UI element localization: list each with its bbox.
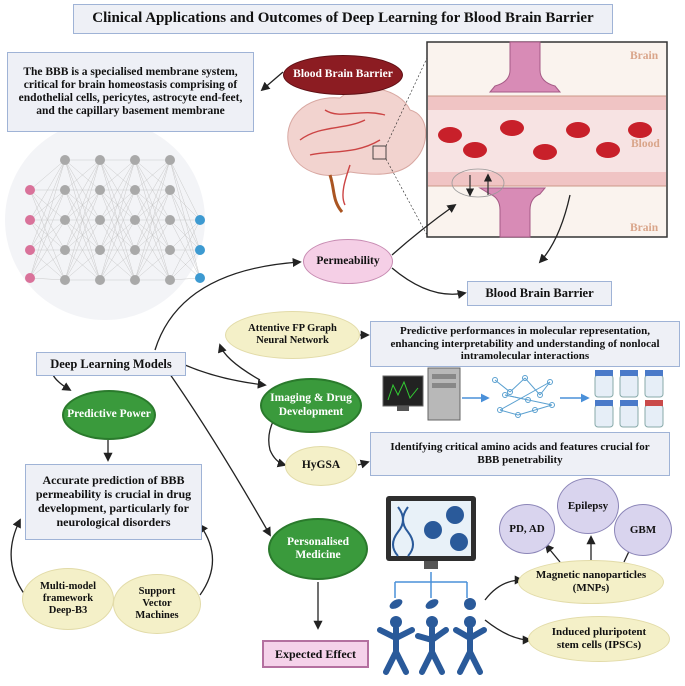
nn-node — [130, 275, 140, 285]
nn-node — [95, 245, 105, 255]
attentive-fp-outcome-box: Predictive performances in molecular rep… — [370, 321, 680, 367]
panel-label-brain-bottom: Brain — [630, 222, 659, 234]
nn-node — [60, 155, 70, 165]
panel-label-brain-top: Brain — [630, 50, 659, 62]
blood-brain-barrier-oval: Blood Brain Barrier — [283, 55, 403, 95]
nn-node — [195, 273, 205, 283]
nn-node — [25, 215, 35, 225]
neural-network-illustration — [5, 120, 205, 320]
personalised-medicine-illustration — [377, 496, 487, 675]
deep-learning-models-box: Deep Learning Models — [36, 352, 186, 376]
nn-node — [165, 185, 175, 195]
nn-node — [25, 245, 35, 255]
permeability-oval: Permeability — [303, 239, 393, 284]
hygsa-outcome-box: Identifying critical amino acids and fea… — [370, 432, 670, 476]
epilepsy-oval: Epilepsy — [557, 478, 619, 534]
ipscs-oval: Induced pluripotent stem cells (IPSCs) — [528, 616, 670, 662]
nn-node — [165, 275, 175, 285]
nn-node — [195, 245, 205, 255]
panel-label-blood: Blood — [631, 138, 660, 150]
brain-illustration — [287, 57, 428, 236]
nn-node — [60, 215, 70, 225]
pd-ad-oval: PD, AD — [499, 504, 555, 554]
mnps-oval: Magnetic nanoparticles (MNPs) — [518, 560, 664, 604]
nn-node — [165, 155, 175, 165]
nn-node — [25, 273, 35, 283]
imaging-drug-development-oval: Imaging & Drug Development — [260, 378, 362, 433]
nn-node — [130, 155, 140, 165]
support-vector-machines-oval: Support Vector Machines — [113, 574, 201, 634]
gbm-oval: GBM — [614, 504, 672, 556]
nn-node — [95, 215, 105, 225]
predictive-power-oval: Predictive Power — [62, 390, 156, 440]
nn-node — [195, 215, 205, 225]
page-title: Clinical Applications and Outcomes of De… — [73, 4, 613, 34]
accurate-prediction-box: Accurate prediction of BBB permeability … — [25, 464, 202, 540]
nn-node — [60, 245, 70, 255]
nn-node — [130, 185, 140, 195]
nn-node — [25, 185, 35, 195]
multi-model-deep-b3-oval: Multi-model framework Deep-B3 — [22, 568, 114, 630]
nn-node — [95, 185, 105, 195]
nn-node — [130, 215, 140, 225]
attentive-fp-oval: Attentive FP Graph Neural Network — [225, 311, 360, 359]
expected-effect-box: Expected Effect — [262, 640, 369, 668]
hygsa-oval: HyGSA — [285, 446, 357, 486]
nn-node — [95, 275, 105, 285]
drug-imaging-illustration — [382, 367, 664, 428]
personalised-medicine-oval: Personalised Medicine — [268, 518, 368, 580]
nn-node — [60, 185, 70, 195]
nn-node — [165, 215, 175, 225]
nn-node — [165, 245, 175, 255]
nn-node — [130, 245, 140, 255]
bbb-description-box: The BBB is a specialised membrane system… — [7, 52, 254, 132]
bbb-panel-illustration — [426, 41, 668, 238]
nn-node — [60, 275, 70, 285]
bbb-box: Blood Brain Barrier — [467, 281, 612, 306]
nn-node — [95, 155, 105, 165]
